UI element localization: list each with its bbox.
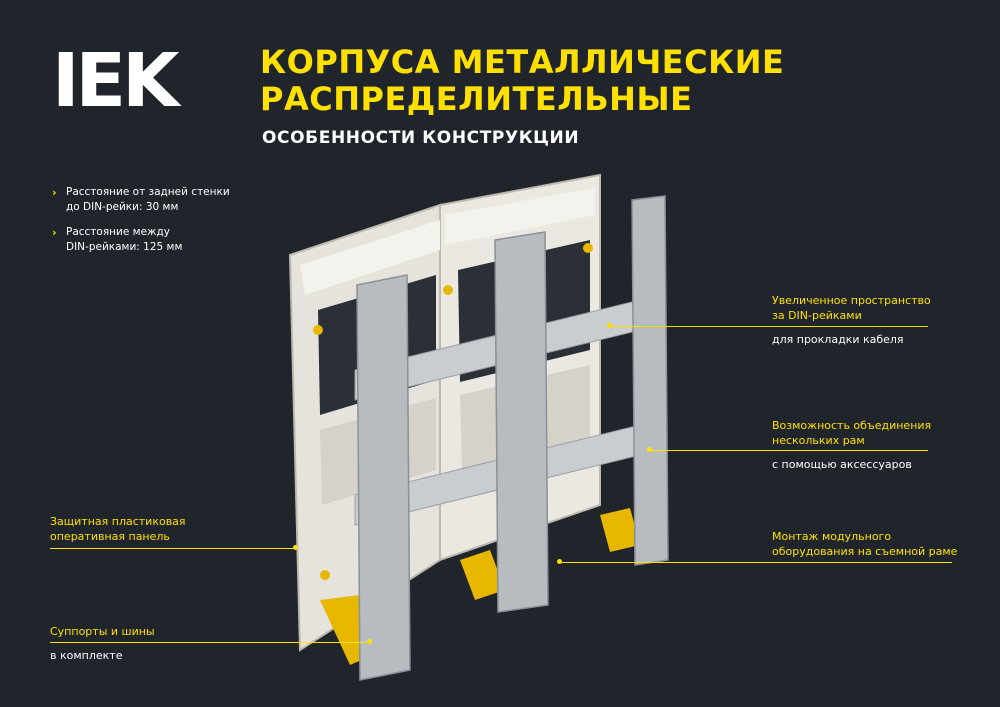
chevron-right-icon: › — [52, 226, 57, 239]
iek-logo: IEK — [52, 38, 179, 124]
callout-label: Возможность объединения — [772, 419, 932, 432]
callout-panel: Защитная пластиковая оперативная панель — [50, 514, 186, 544]
callout-dot — [293, 545, 298, 550]
callout-line-combine — [650, 450, 928, 451]
mount-clip — [443, 285, 453, 295]
callout-label: Увеличенное пространство — [772, 294, 931, 307]
support-bracket — [600, 508, 640, 552]
callout-supports-sub: в комплекте — [50, 648, 122, 663]
callout-label: нескольких рам — [772, 434, 865, 447]
callout-line-mount — [560, 562, 952, 563]
callout-sub: для прокладки кабеля — [772, 333, 904, 346]
support-bracket — [460, 550, 505, 600]
page-subtitle: ОСОБЕННОСТИ КОНСТРУКЦИИ — [262, 128, 580, 148]
spec-item-line: до DIN-рейки: 30 мм — [66, 201, 179, 213]
callout-label: за DIN-рейками — [772, 309, 862, 322]
callout-space: Увеличенное пространство за DIN-рейками — [772, 293, 931, 323]
callout-label: Защитная пластиковая — [50, 515, 186, 528]
callout-line-supports — [50, 642, 370, 643]
callout-dot — [557, 559, 562, 564]
callout-sub: в комплекте — [50, 649, 123, 662]
mount-clip — [320, 570, 330, 580]
mount-clip — [583, 243, 593, 253]
callout-dot — [607, 323, 612, 328]
callout-combine-sub: с помощью аксессуаров — [772, 457, 912, 472]
callout-dot — [367, 639, 372, 644]
callout-label: Монтаж модульного — [772, 530, 892, 543]
spec-item: › Расстояние от задней стенки до DIN-рей… — [52, 185, 252, 215]
page-title: КОРПУСА МЕТАЛЛИЧЕСКИЕ РАСПРЕДЕЛИТЕЛЬНЫЕ — [260, 44, 960, 118]
callout-label: оперативная панель — [50, 530, 170, 543]
title-line-1: КОРПУСА МЕТАЛЛИЧЕСКИЕ — [260, 43, 785, 81]
callout-mount: Монтаж модульного оборудования на съемно… — [772, 529, 957, 559]
callout-label: Суппорты и шины — [50, 625, 155, 638]
callout-supports: Суппорты и шины — [50, 624, 155, 639]
callout-space-sub: для прокладки кабеля — [772, 332, 904, 347]
title-line-2: РАСПРЕДЕЛИТЕЛЬНЫЕ — [260, 80, 693, 118]
spec-item-line: DIN-рейками: 125 мм — [66, 241, 183, 253]
callout-label: оборудования на съемной раме — [772, 545, 958, 558]
frame-top-edge — [300, 220, 440, 295]
callout-line-space — [610, 326, 928, 327]
metal-upright — [494, 231, 549, 613]
chevron-right-icon: › — [52, 186, 57, 199]
spec-list: › Расстояние от задней стенки до DIN-рей… — [52, 185, 252, 265]
spec-item-line: Расстояние от задней стенки — [66, 186, 230, 198]
callout-combine: Возможность объединения нескольких рам — [772, 418, 931, 448]
spec-item-line: Расстояние между — [66, 226, 170, 238]
metal-upright — [356, 274, 411, 681]
spec-item: › Расстояние между DIN-рейками: 125 мм — [52, 225, 252, 255]
frame-top-edge — [445, 188, 595, 245]
callout-line-panel — [50, 548, 296, 549]
callout-sub: с помощью аксессуаров — [772, 458, 912, 471]
metal-upright — [631, 195, 669, 566]
mount-clip — [313, 325, 323, 335]
callout-dot — [647, 447, 652, 452]
